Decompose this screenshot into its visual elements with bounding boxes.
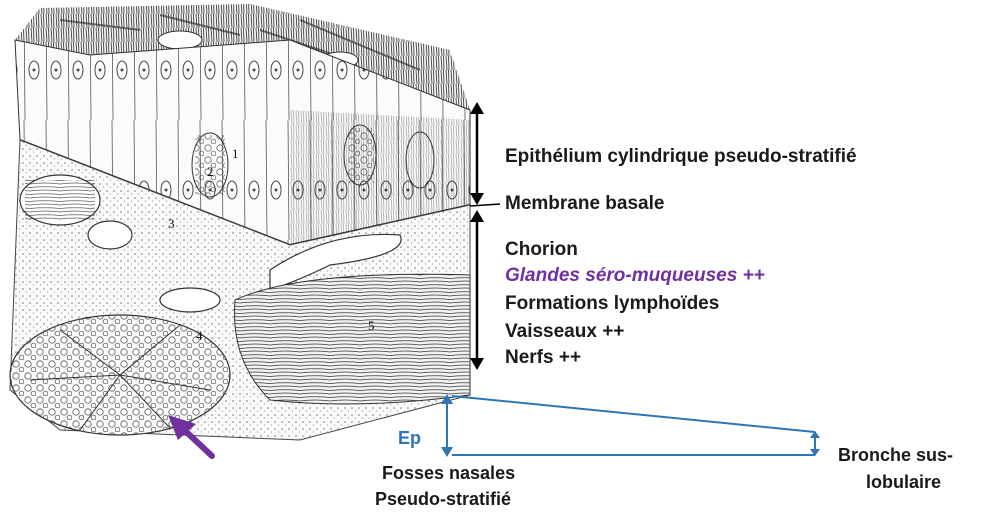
membrane-pointer-arrow [470,204,500,206]
label-fosses-nasales: Fosses nasales [382,463,515,484]
figure-number-4: 4 [196,328,203,343]
label-membrane-basale: Membrane basale [505,193,664,215]
label-epithelium: Epithélium cylindrique pseudo-stratifié [505,146,857,168]
figure-number-5: 5 [368,318,375,333]
ep-label: Ep [398,428,421,449]
epithelium-bracket-arrow [470,102,484,205]
label-chorion: Chorion [505,239,578,261]
figure-number-1: 1 [232,146,239,161]
label-vaisseaux: Vaisseaux ++ [505,321,624,343]
chorion-bracket-arrow [470,210,484,370]
label-pseudo-stratifie: Pseudo-stratifié [375,489,511,510]
figure-number-2: 2 [207,164,214,179]
label-bronche-line1: Bronche sus- [838,445,953,466]
label-nerfs: Nerfs ++ [505,347,581,369]
thickness-comparison-wedge [441,394,820,457]
figure-number-3: 3 [168,216,175,231]
label-formations-lymphoides: Formations lymphoïdes [505,293,719,315]
label-bronche-line2: lobulaire [866,472,941,493]
label-glandes: Glandes séro-muqueuses ++ [505,265,765,287]
